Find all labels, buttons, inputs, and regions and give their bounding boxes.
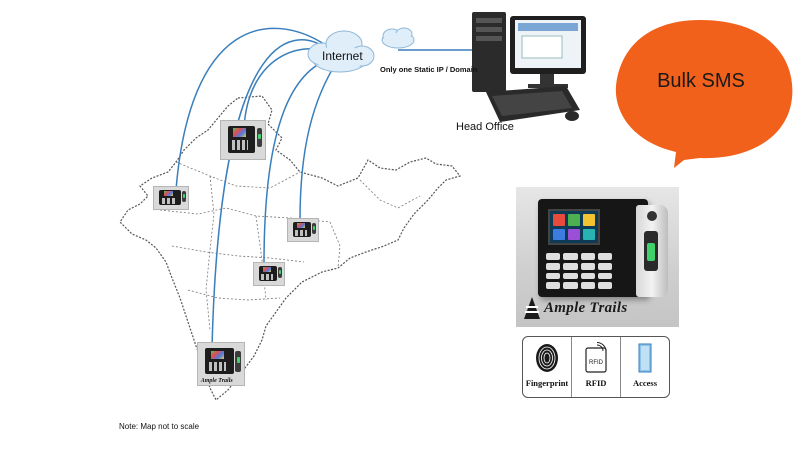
- feature-label: RFID: [585, 378, 607, 388]
- link-line-1: [175, 27, 325, 191]
- brand-name: Ample Trails: [544, 299, 628, 316]
- terminal-screen: [548, 209, 600, 245]
- sensor-glow: [647, 243, 655, 261]
- features-panel: Fingerprint RFID RFID Access: [522, 336, 670, 398]
- mini-brand-label: Ample Trails: [200, 378, 233, 385]
- svg-text:RFID: RFID: [589, 360, 604, 366]
- bulk-sms-bubble: [615, 20, 793, 168]
- terminal-device: [287, 218, 319, 242]
- static-ip-label: Only one Static IP / Domain: [380, 65, 478, 74]
- india-map-outline: [119, 95, 462, 401]
- small-cloud: [381, 27, 415, 49]
- terminal-device: Ample Trails: [197, 342, 245, 386]
- product-photo: Ample Trails: [516, 187, 679, 327]
- feature-rfid: RFID RFID: [572, 337, 621, 397]
- internet-cloud: [307, 30, 375, 73]
- terminal-device: [220, 120, 266, 160]
- rfid-card-icon: RFID: [585, 342, 607, 373]
- map-note: Note: Map not to scale: [119, 422, 200, 431]
- brand-mark-icon: [524, 297, 540, 319]
- terminal-device: [253, 262, 285, 286]
- head-office-label: Head Office: [456, 121, 514, 133]
- link-line-5: [299, 59, 339, 221]
- internet-label: Internet: [322, 49, 363, 63]
- feature-label: Access: [632, 378, 658, 388]
- feature-fingerprint: Fingerprint: [523, 337, 572, 397]
- brand-logo: Ample Trails: [524, 295, 627, 321]
- terminal-keypad: [546, 253, 612, 289]
- link-line-2: [211, 39, 327, 349]
- camera-lens: [647, 211, 657, 221]
- terminal-device: [153, 186, 189, 210]
- state-borders: [159, 161, 421, 331]
- feature-access: Access: [621, 337, 669, 397]
- connection-lines: [175, 27, 472, 349]
- fingerprint-icon: [536, 344, 558, 372]
- head-office-computer: [472, 12, 586, 122]
- door-access-icon: [638, 343, 652, 373]
- feature-label: Fingerprint: [525, 378, 569, 388]
- bulk-sms-text: Bulk SMS: [657, 70, 745, 92]
